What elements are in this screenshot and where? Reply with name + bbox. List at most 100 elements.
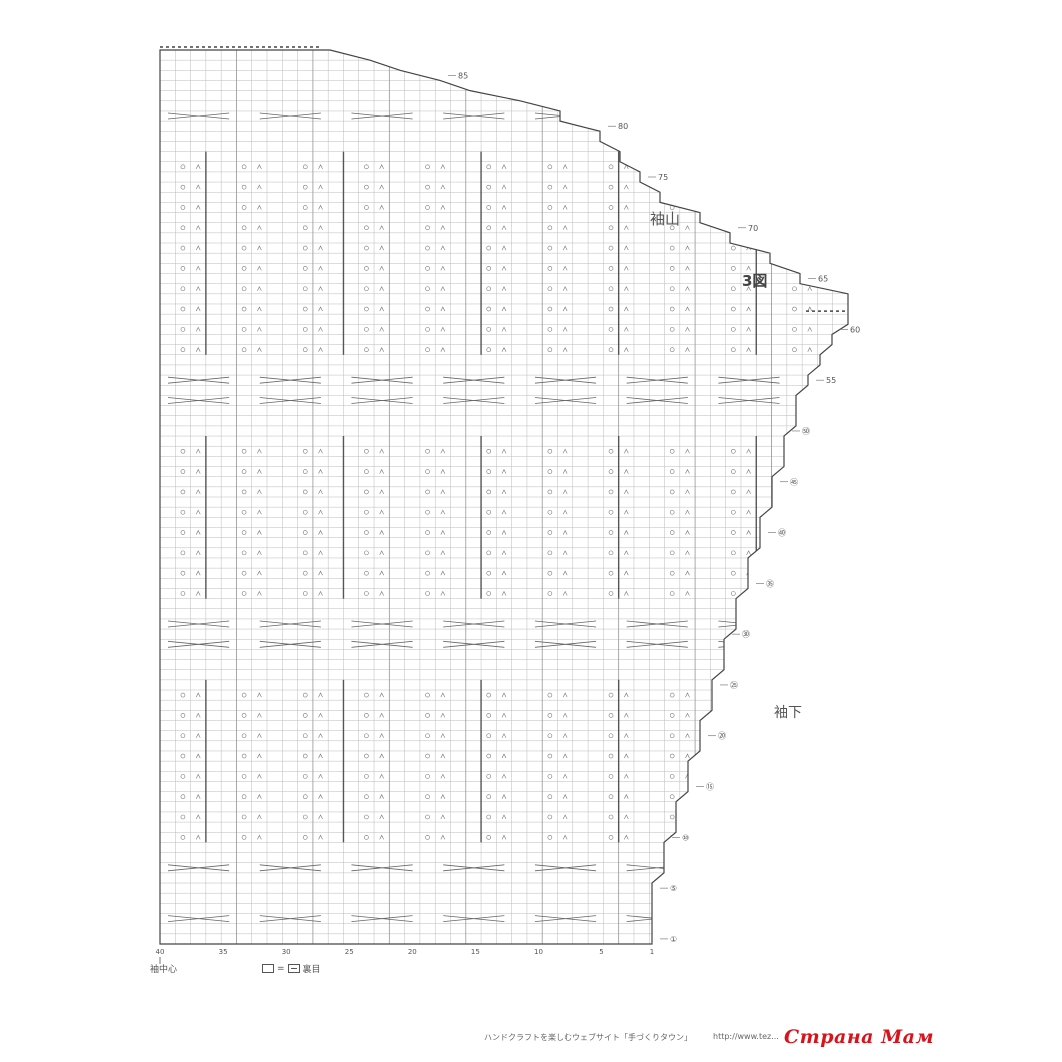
yarn-over-symbol	[364, 794, 369, 799]
cable-cross-symbol	[443, 915, 505, 923]
yarn-over-symbol	[669, 164, 675, 170]
yarn-over-symbol	[547, 347, 553, 352]
decrease-symbol	[501, 265, 507, 271]
yarn-over-symbol	[731, 753, 736, 759]
decrease-symbol	[501, 164, 507, 169]
decrease-symbol	[318, 286, 323, 291]
yarn-over-symbol	[425, 245, 430, 251]
decrease-symbol	[562, 529, 568, 535]
decrease-symbol	[562, 326, 568, 332]
decrease-symbol	[807, 590, 813, 596]
yarn-over-symbol	[364, 164, 369, 170]
decrease-symbol	[746, 326, 751, 332]
yarn-over-symbol	[486, 489, 492, 495]
cable-cross-symbol	[167, 376, 230, 384]
yarn-over-symbol	[302, 733, 308, 739]
yarn-over-symbol	[302, 164, 308, 170]
decrease-symbol	[195, 448, 201, 454]
decrease-symbol	[257, 753, 262, 759]
row-marker-label: 60	[850, 325, 860, 334]
decrease-symbol	[562, 306, 568, 312]
yarn-over-symbol	[486, 814, 492, 820]
yarn-over-symbol	[608, 306, 614, 312]
yarn-over-symbol	[180, 245, 186, 251]
decrease-symbol	[685, 468, 690, 474]
yarn-over-symbol	[547, 286, 553, 292]
yarn-over-symbol	[608, 753, 614, 759]
cable-cross-symbol	[167, 864, 230, 872]
yarn-over-symbol	[547, 835, 553, 840]
yarn-over-symbol	[486, 286, 492, 292]
yarn-over-symbol	[302, 692, 308, 698]
decrease-symbol	[562, 590, 568, 596]
yarn-over-symbol	[547, 733, 553, 739]
yarn-over-symbol	[669, 448, 675, 454]
yarn-over-symbol	[364, 489, 369, 495]
decrease-symbol	[195, 286, 201, 291]
decrease-symbol	[624, 570, 629, 576]
cable-cross-symbol	[443, 397, 505, 404]
decrease-symbol	[501, 590, 507, 596]
yarn-over-symbol	[669, 306, 675, 312]
yarn-over-symbol	[792, 733, 797, 739]
decrease-symbol	[501, 570, 507, 576]
decrease-symbol	[685, 245, 690, 251]
decrease-symbol	[562, 489, 568, 495]
yarn-over-symbol	[180, 448, 186, 454]
yarn-over-symbol	[180, 835, 186, 840]
decrease-symbol	[624, 448, 629, 454]
yarn-over-symbol	[180, 814, 186, 820]
yarn-over-symbol	[792, 266, 797, 271]
decrease-symbol	[318, 225, 323, 230]
cable-cross-symbol	[167, 112, 230, 120]
decrease-symbol	[195, 265, 201, 271]
decrease-symbol	[501, 753, 507, 759]
decrease-symbol	[562, 468, 568, 474]
decrease-symbol	[501, 529, 507, 535]
yarn-over-symbol	[608, 225, 614, 231]
yarn-over-symbol	[731, 814, 736, 820]
row-marker-label: ⑩	[682, 833, 689, 842]
yarn-over-symbol	[241, 570, 247, 576]
cable-cross-symbol	[351, 915, 413, 923]
decrease-symbol	[379, 712, 384, 718]
yarn-over-symbol	[731, 205, 736, 210]
yarn-over-symbol	[425, 448, 430, 454]
yarn-over-symbol	[547, 489, 553, 495]
yarn-over-symbol	[792, 774, 797, 779]
decrease-symbol	[195, 184, 201, 190]
footer-site-text: ハンドクラフトを楽しむウェブサイト「手づくりタウン」	[484, 1033, 692, 1042]
cable-cross-symbol	[718, 864, 780, 872]
cable-cross-symbol	[167, 397, 230, 404]
yarn-over-symbol	[425, 306, 430, 312]
decrease-symbol	[501, 550, 507, 556]
decrease-symbol	[562, 286, 568, 291]
yarn-over-symbol	[731, 713, 736, 718]
decrease-symbol	[746, 306, 751, 312]
decrease-symbol	[807, 834, 813, 840]
column-tick-label: 40	[156, 948, 165, 956]
yarn-over-symbol	[792, 550, 797, 556]
decrease-symbol	[379, 590, 384, 596]
yarn-over-symbol	[425, 550, 430, 556]
decrease-symbol	[195, 468, 201, 474]
cable-cross-symbol	[626, 112, 688, 120]
decrease-symbol	[257, 733, 262, 738]
decrease-symbol	[257, 245, 262, 251]
decrease-symbol	[195, 347, 201, 352]
decrease-symbol	[807, 733, 813, 738]
decrease-symbol	[501, 326, 507, 332]
yarn-over-symbol	[486, 733, 492, 739]
yarn-over-symbol	[731, 550, 736, 556]
yarn-over-symbol	[547, 550, 553, 556]
yarn-over-symbol	[608, 347, 614, 352]
yarn-over-symbol	[608, 448, 614, 454]
yarn-over-symbol	[608, 550, 614, 556]
decrease-symbol	[318, 590, 323, 596]
decrease-symbol	[746, 794, 751, 799]
yarn-over-symbol	[669, 753, 675, 759]
yarn-over-symbol	[364, 225, 369, 231]
yarn-over-symbol	[364, 469, 369, 474]
decrease-symbol	[562, 225, 568, 230]
yarn-over-symbol	[241, 469, 247, 474]
